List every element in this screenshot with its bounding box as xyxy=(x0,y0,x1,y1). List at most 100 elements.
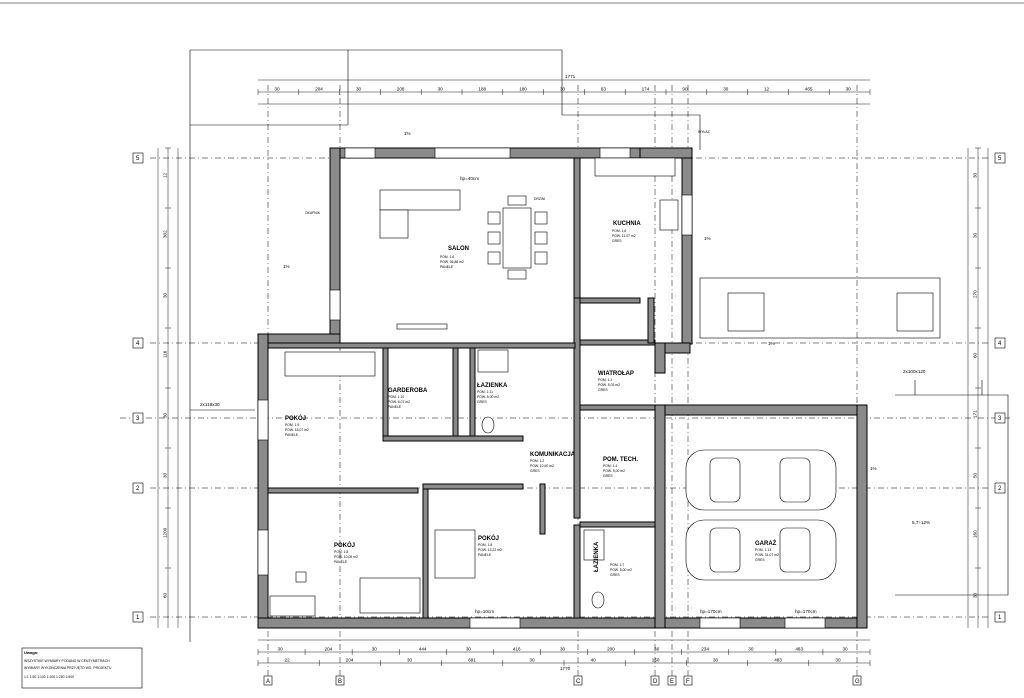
svg-text:POM. 1.11: POM. 1.11 xyxy=(477,390,493,394)
dim-value: 188 xyxy=(478,87,486,92)
room-name-salon: SALON xyxy=(448,246,469,252)
dim-value: 90 xyxy=(682,87,688,92)
room-name-lazienka-1: ŁAZIENKA xyxy=(477,383,508,389)
axis-grid xyxy=(120,85,1010,678)
axis-col-label: E xyxy=(670,679,674,685)
dim-value: 204 xyxy=(315,87,323,92)
axis-row-label: 4 xyxy=(136,341,140,347)
dim-value: 60 xyxy=(163,592,168,598)
dim-value: 174 xyxy=(642,87,650,92)
axis-row-marker xyxy=(132,482,144,494)
svg-text:WYŁAZ: WYŁAZ xyxy=(698,130,710,134)
room-labels: SALON POM. 1.6 POW. 36,88 m2 PANELE KUCH… xyxy=(285,221,779,577)
svg-text:POW. 36,88 m2: POW. 36,88 m2 xyxy=(440,260,464,264)
svg-text:POW. 5,00 m2: POW. 5,00 m2 xyxy=(477,395,499,399)
dim-value: 30 xyxy=(163,472,168,478)
svg-text:WYMIARY WYKOŃCZENIA PRZYJĘTO W: WYMIARY WYKOŃCZENIA PRZYJĘTO WG. PROJEKT… xyxy=(24,666,112,670)
svg-text:1770: 1770 xyxy=(560,666,571,671)
axis-col-marker xyxy=(573,675,583,686)
axis-row-marker xyxy=(994,611,1006,623)
windows xyxy=(257,147,826,629)
svg-text:POW. 13,22 m2: POW. 13,22 m2 xyxy=(478,548,502,552)
axis-col-marker xyxy=(263,675,273,686)
dim-value: 30 xyxy=(274,87,280,92)
dim-value: 171 xyxy=(973,410,978,418)
room-name-pokoj-2: POKÓJ xyxy=(334,541,355,549)
dim-value: 483 xyxy=(774,658,782,663)
svg-text:1%: 1% xyxy=(283,264,290,269)
dim-value: 204 xyxy=(346,658,354,663)
dim-value: 30 xyxy=(973,172,978,178)
dim-value: 30 xyxy=(407,658,413,663)
svg-text:PANELE: PANELE xyxy=(285,433,299,437)
svg-text:POM. 1.4: POM. 1.4 xyxy=(603,464,617,468)
dim-value: 30 xyxy=(163,412,168,418)
svg-text:POW. 11,07 m2: POW. 11,07 m2 xyxy=(612,234,636,238)
dim-value: 150 xyxy=(652,658,660,663)
dim-value: 30 xyxy=(748,647,754,652)
dim-value: 302 xyxy=(163,230,168,238)
axis-col-label: G xyxy=(855,679,860,685)
dim-value: 465 xyxy=(805,87,813,92)
axis-row-label: 4 xyxy=(998,341,1002,347)
svg-text:POM. 1.6: POM. 1.6 xyxy=(612,229,626,233)
svg-text:GRES: GRES xyxy=(610,573,620,577)
svg-text:hp=10cm: hp=10cm xyxy=(475,609,494,614)
room-name-garaz: GARAŻ xyxy=(755,540,777,547)
dim-value: 30 xyxy=(835,658,841,663)
dim-value: 180 xyxy=(519,87,527,92)
axis-row-label: 2 xyxy=(136,486,140,492)
room-name-garderoba: GARDEROBA xyxy=(388,388,428,394)
room-name-lazienka-2: ŁAZIENKA xyxy=(594,541,600,572)
svg-text:PANELE: PANELE xyxy=(388,405,402,409)
svg-text:1771: 1771 xyxy=(565,74,576,79)
axis-col-marker xyxy=(852,675,862,686)
axis-col-marker xyxy=(683,675,693,686)
svg-text:1%: 1% xyxy=(870,466,877,471)
dim-value: 30 xyxy=(356,87,362,92)
svg-text:PANELE: PANELE xyxy=(478,553,492,557)
annotations: 1% 1% 1% 1% 1% 5,7÷12% 2x118x30 2x100x12… xyxy=(200,130,930,614)
svg-text:DRZWI: DRZWI xyxy=(534,197,545,201)
dim-value: 12 xyxy=(764,87,770,92)
svg-text:WSZYSTKIE WYMIARY PODANO W CEN: WSZYSTKIE WYMIARY PODANO W CENTYMETRACH xyxy=(24,659,110,663)
dim-value: 30 xyxy=(713,658,719,663)
svg-text:POM. 1.10: POM. 1.10 xyxy=(388,395,404,399)
svg-text:OKAPNIK: OKAPNIK xyxy=(305,211,321,215)
axis-row-label: 1 xyxy=(136,615,140,621)
svg-text:POM. 1.13: POM. 1.13 xyxy=(755,548,771,552)
dim-value: 30 xyxy=(438,87,444,92)
svg-text:hp=170cm: hp=170cm xyxy=(795,609,817,614)
axis-col-label: A xyxy=(266,679,270,685)
dim-value: 30 xyxy=(846,87,852,92)
dim-value: 200 xyxy=(607,647,615,652)
interior-walls xyxy=(267,157,656,619)
dim-value: 30 xyxy=(654,647,660,652)
axis-row-marker xyxy=(994,337,1006,349)
dim-value: 416 xyxy=(513,647,521,652)
svg-text:POW. 5,00 m2: POW. 5,00 m2 xyxy=(610,568,632,572)
dim-value: 30 xyxy=(163,292,168,298)
axis-row-label: 5 xyxy=(136,156,140,162)
dim-value: 444 xyxy=(419,647,427,652)
furniture xyxy=(269,157,679,617)
svg-text:POM. 1.1: POM. 1.1 xyxy=(598,378,612,382)
svg-text:POW. 10,60 m2: POW. 10,60 m2 xyxy=(530,464,554,468)
axis-row-marker xyxy=(132,611,144,623)
room-name-pokoj-3: POKÓJ xyxy=(478,534,499,542)
axis-col-label: C xyxy=(576,679,581,685)
dim-value: 30 xyxy=(466,647,472,652)
axis-col-marker xyxy=(667,675,677,686)
svg-text:POW. 5,00 m2: POW. 5,00 m2 xyxy=(603,469,625,473)
axis-col-marker xyxy=(650,675,660,686)
dim-value: 204 xyxy=(325,647,333,652)
axis-row-marker xyxy=(994,412,1006,424)
room-name-wiatrolap: WIATROŁAP xyxy=(598,371,634,377)
axis-col-label: D xyxy=(653,679,658,685)
dim-value: 160 xyxy=(973,530,978,538)
svg-text:POW. 10,05 m2: POW. 10,05 m2 xyxy=(334,555,358,559)
dim-value: 30 xyxy=(560,647,566,652)
